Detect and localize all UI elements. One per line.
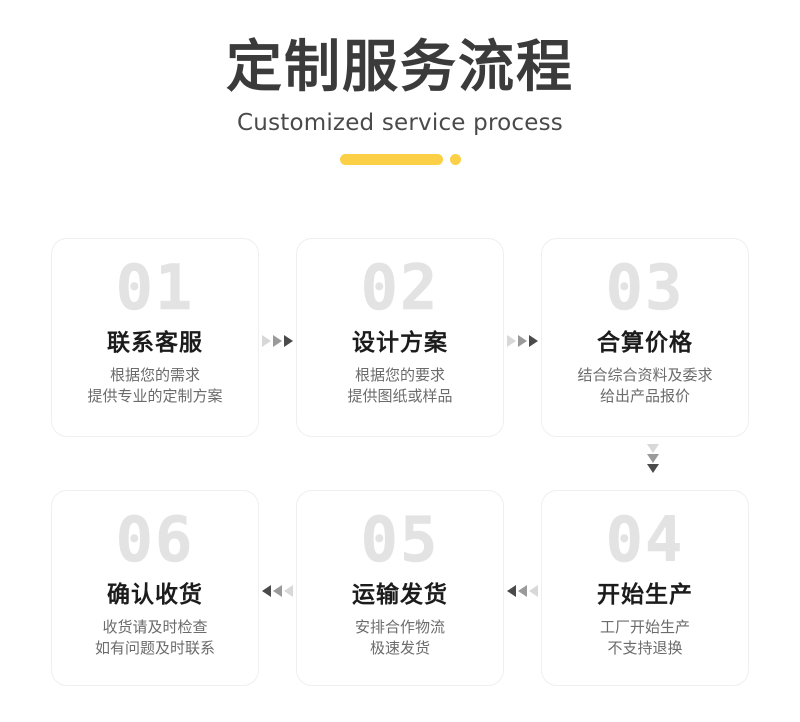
step-number: 02 xyxy=(360,251,440,324)
step-description-line1: 收货请及时检查 xyxy=(102,618,208,636)
arrow-right-icon xyxy=(504,334,541,347)
triangle-left-icon xyxy=(507,585,516,597)
process-flow: 01 联系客服 根据您的需求 提供专业的定制方案 02 设计方案 根据您的要求 … xyxy=(0,220,800,686)
triangle-right-icon xyxy=(518,334,527,347)
step-description-line1: 根据您的需求 xyxy=(109,366,200,384)
triangle-left-icon xyxy=(529,585,538,597)
step-number: 05 xyxy=(360,503,440,576)
arrow-left-icon xyxy=(504,585,541,597)
step-number: 03 xyxy=(605,251,685,324)
step-description-line1: 安排合作物流 xyxy=(354,618,445,636)
step-description: 工厂开始生产 不支持退换 xyxy=(600,617,690,659)
step-title: 运输发货 xyxy=(352,582,448,608)
step-title: 开始生产 xyxy=(597,582,693,608)
step-description-line2: 极速发货 xyxy=(369,639,430,657)
step-description-line1: 结合综合资料及委求 xyxy=(577,366,713,384)
page-title: 定制服务流程 xyxy=(226,35,574,100)
step-description: 结合综合资料及委求 给出产品报价 xyxy=(577,365,712,407)
step-description-line2: 给出产品报价 xyxy=(599,387,690,405)
flow-row-top: 01 联系客服 根据您的需求 提供专业的定制方案 02 设计方案 根据您的要求 … xyxy=(0,238,800,437)
flow-step-03[interactable]: 03 合算价格 结合综合资料及委求 给出产品报价 xyxy=(541,238,749,437)
divider-dot xyxy=(449,154,461,165)
page-subtitle: Customized service process xyxy=(237,110,563,136)
triangle-right-icon xyxy=(507,334,516,347)
flow-step-04[interactable]: 04 开始生产 工厂开始生产 不支持退换 xyxy=(541,490,749,686)
step-number: 04 xyxy=(605,503,685,576)
step-title: 设计方案 xyxy=(352,330,448,356)
arrow-right-icon xyxy=(259,334,296,347)
step-description-line2: 不支持退换 xyxy=(607,639,683,657)
triangle-left-icon xyxy=(262,585,271,597)
triangle-right-icon xyxy=(273,334,282,347)
step-description: 根据您的要求 提供图纸或样品 xyxy=(347,365,452,407)
step-title: 合算价格 xyxy=(597,330,693,356)
divider-bar xyxy=(339,154,443,165)
triangle-right-icon xyxy=(262,334,271,347)
triangle-down-icon xyxy=(647,444,659,453)
flow-step-01[interactable]: 01 联系客服 根据您的需求 提供专业的定制方案 xyxy=(51,238,259,437)
flow-step-02[interactable]: 02 设计方案 根据您的要求 提供图纸或样品 xyxy=(296,238,504,437)
step-title: 联系客服 xyxy=(107,330,203,356)
step-description-line2: 提供图纸或样品 xyxy=(347,387,453,405)
flow-step-05[interactable]: 05 运输发货 安排合作物流 极速发货 xyxy=(296,490,504,686)
step-description: 安排合作物流 极速发货 xyxy=(355,617,445,659)
step-description: 根据您的需求 提供专业的定制方案 xyxy=(87,365,222,407)
triangle-left-icon xyxy=(284,585,293,597)
triangle-left-icon xyxy=(273,585,282,597)
step-description-line2: 如有问题及时联系 xyxy=(94,639,215,657)
step-description-line1: 工厂开始生产 xyxy=(599,618,690,636)
arrow-down-icon xyxy=(643,444,663,473)
step-number: 06 xyxy=(115,503,195,576)
triangle-right-icon xyxy=(529,334,538,347)
flow-step-06[interactable]: 06 确认收货 收货请及时检查 如有问题及时联系 xyxy=(51,490,259,686)
triangle-down-icon xyxy=(647,464,659,473)
triangle-right-icon xyxy=(284,334,293,347)
step-description-line2: 提供专业的定制方案 xyxy=(87,387,223,405)
step-number: 01 xyxy=(115,251,195,324)
step-description: 收货请及时检查 如有问题及时联系 xyxy=(95,617,215,659)
step-title: 确认收货 xyxy=(107,582,203,608)
step-description-line1: 根据您的要求 xyxy=(354,366,445,384)
triangle-left-icon xyxy=(518,585,527,597)
triangle-down-icon xyxy=(647,454,659,463)
title-divider xyxy=(332,154,468,165)
page-header: 定制服务流程 Customized service process xyxy=(0,0,800,165)
arrow-left-icon xyxy=(259,585,296,597)
flow-row-bottom: 06 确认收货 收货请及时检查 如有问题及时联系 05 运输发货 安排合作物流 … xyxy=(0,490,800,686)
